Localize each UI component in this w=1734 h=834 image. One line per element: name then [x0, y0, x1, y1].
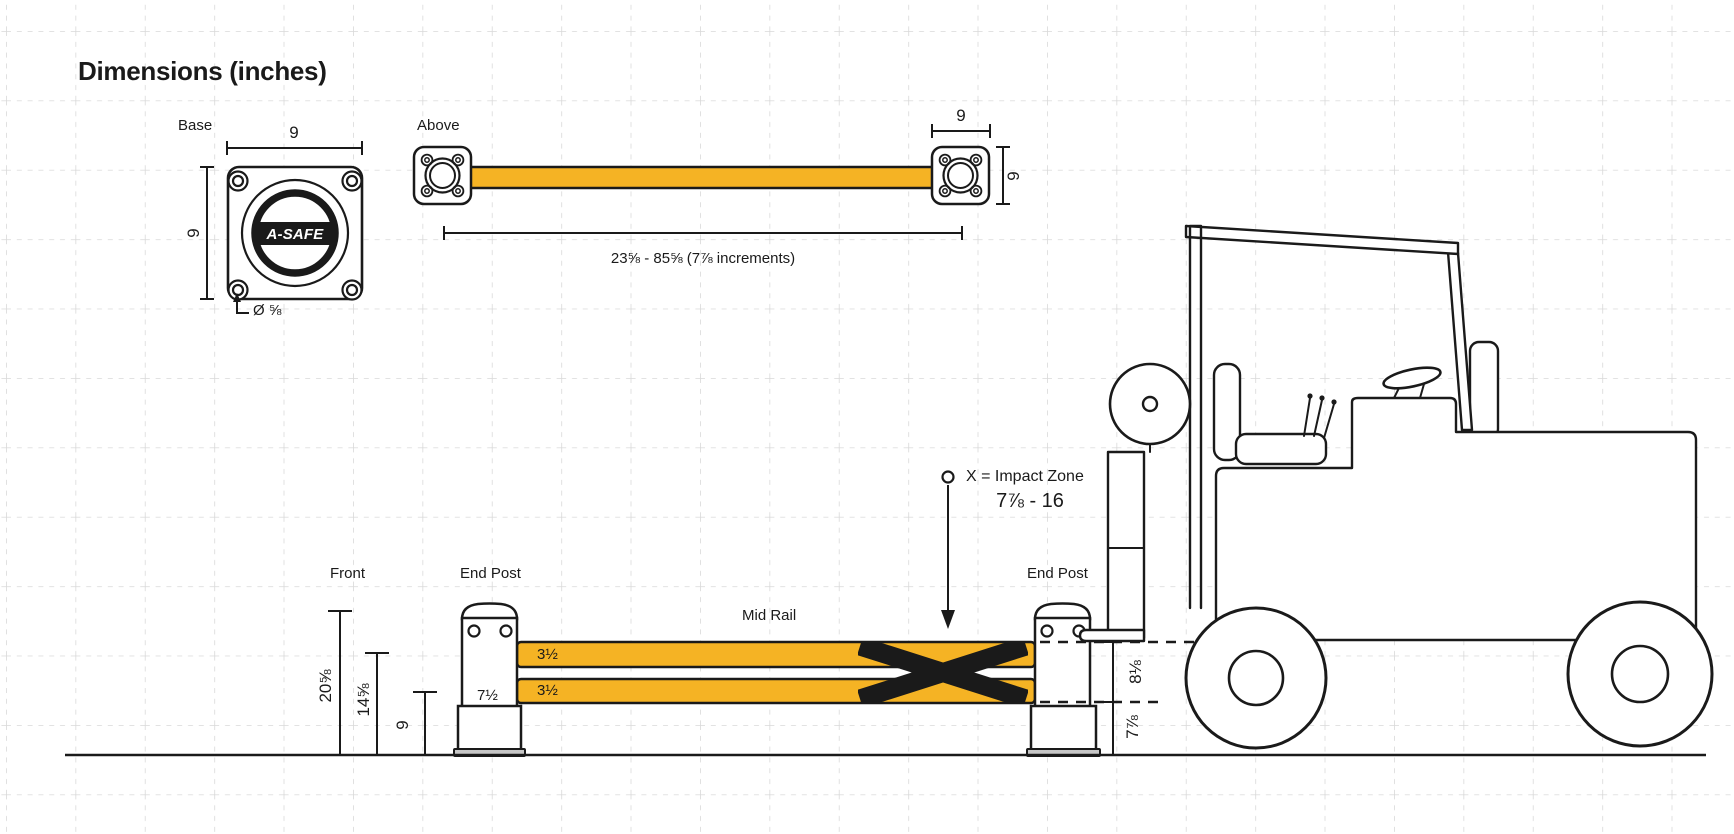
end-post-label-left: End Post [460, 565, 521, 582]
above-rail [467, 165, 937, 190]
rail-span-value: 8⅛ [1126, 660, 1145, 684]
post-height-value: 20⅝ [316, 669, 335, 703]
front-view-label: Front [330, 565, 366, 582]
above-width-value: 9 [956, 106, 966, 125]
end-post-label-right: End Post [1027, 565, 1088, 582]
above-right-post [930, 145, 991, 206]
base-depth-dimension [200, 166, 214, 300]
impact-x-mark [858, 642, 1028, 703]
mid-height-value: 14⅝ [354, 683, 373, 717]
base-depth-value: 9 [184, 228, 203, 238]
impact-marker-circle [941, 470, 955, 484]
front-right-end-post [1026, 602, 1101, 757]
front-height-dimensions [328, 610, 437, 755]
above-depth-dimension [996, 146, 1010, 205]
bottom-rail-thickness-value: 3½ [537, 682, 558, 699]
above-width-dimension [931, 124, 991, 138]
base-view-label: Base [178, 117, 213, 134]
base-hole-diameter-value: Ø ⅝ [253, 302, 282, 319]
asafe-logo-text: A-SAFE [265, 226, 324, 243]
lower-height-value: 9 [393, 720, 412, 730]
above-depth-value: 9 [1004, 171, 1023, 181]
above-length-dimension [443, 226, 963, 240]
base-view-drawing: A-SAFE [200, 141, 364, 314]
front-left-end-post [453, 602, 526, 757]
asafe-logo: A-SAFE [240, 178, 350, 288]
clearance-value: 7⅞ [1123, 715, 1142, 739]
impact-annotation [941, 470, 955, 629]
impact-zone-legend: X = Impact Zone [966, 468, 1084, 485]
above-length-range: 23⅝ - 85⅝ (7⅞ increments) [610, 250, 796, 267]
base-section-value: 7½ [477, 687, 498, 704]
forklift-illustration [1078, 224, 1714, 750]
top-rail-thickness-value: 3½ [537, 646, 558, 663]
page-title: Dimensions (inches) [78, 56, 327, 86]
above-view-label: Above [417, 117, 460, 134]
above-left-post [412, 145, 473, 206]
impact-arrowhead [941, 610, 955, 629]
above-view-drawing [412, 124, 1010, 240]
base-bolt-holes [227, 170, 363, 301]
base-width-dimension [226, 141, 363, 155]
impact-zone-range: 7⅞ - 16 [996, 490, 1064, 512]
mid-rail-label: Mid Rail [742, 607, 797, 624]
base-hole-leader [233, 293, 249, 314]
base-width-value: 9 [289, 123, 299, 142]
